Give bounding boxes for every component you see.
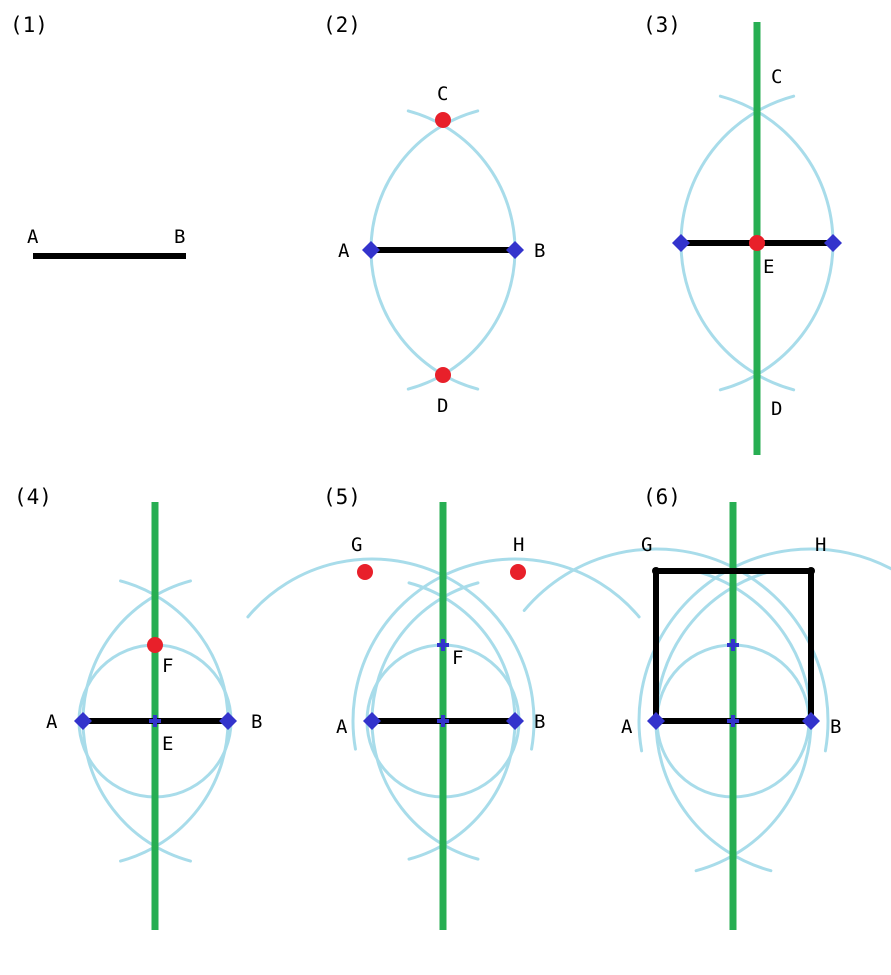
panel-6-point-b[interactable] — [802, 712, 820, 730]
panel-4-point-a-diamond — [74, 712, 92, 730]
panel-3-point-a-diamond — [672, 234, 690, 252]
panel-3-index-label: (3) — [643, 13, 681, 37]
panel-4-label-b: B — [251, 711, 262, 733]
panel-6-label-h: H — [815, 534, 826, 556]
panel-5-label-f: F — [452, 647, 463, 669]
panel-2-label-d: D — [437, 395, 448, 417]
panel-4-index-label: (4) — [14, 485, 52, 509]
panel-2-point-c[interactable] — [435, 112, 451, 128]
panel-4-point-b-diamond — [219, 712, 237, 730]
panel-6-point-a-diamond — [647, 712, 665, 730]
panel-5-label-a: A — [336, 716, 348, 738]
panel-6-label-b: B — [830, 716, 841, 738]
panel-6-label-a: A — [621, 716, 633, 738]
panel-6-arc-af-center-b — [637, 547, 891, 753]
panel-2-label-c: C — [437, 83, 448, 105]
panel-2-point-d[interactable] — [435, 367, 451, 383]
panel-4-point-a[interactable] — [74, 712, 92, 730]
panel-1-index-label: (1) — [10, 13, 48, 37]
panel-1-label-b: B — [174, 226, 185, 248]
panel-4-point-e[interactable] — [149, 715, 161, 727]
panel-5-arc-af-center-b — [351, 557, 641, 751]
panel-5-point-b-diamond — [506, 712, 524, 730]
panel-5-point-a[interactable] — [363, 712, 381, 730]
panel-6-vertex-h[interactable] — [807, 567, 815, 575]
panel-5-point-b[interactable] — [506, 712, 524, 730]
panel-6-point-b-diamond — [802, 712, 820, 730]
panel-5-point-f[interactable] — [437, 639, 449, 651]
panel-6-point-a[interactable] — [647, 712, 665, 730]
panel-4-label-a: A — [46, 711, 58, 733]
panel-3-label-c: C — [771, 66, 782, 88]
panel-5-point-a-diamond — [363, 712, 381, 730]
panel-2-index-label: (2) — [323, 13, 361, 37]
panel-3-point-b-diamond — [824, 234, 842, 252]
panel-2-label-a: A — [338, 240, 350, 262]
panel-3-label-e: E — [763, 256, 774, 278]
panel-3-point-b[interactable] — [824, 234, 842, 252]
panel-5-label-g: G — [351, 534, 362, 556]
panel-2-point-b-diamond — [506, 241, 524, 259]
panel-2-point-a[interactable] — [362, 241, 380, 259]
panel-2-point-b[interactable] — [506, 241, 524, 259]
panel-3-label-d: D — [771, 398, 782, 420]
panel-5-point-h[interactable] — [510, 564, 526, 580]
panel-6-point-f[interactable] — [727, 639, 739, 651]
panel-6-label-g: G — [641, 534, 652, 556]
panel-6-vertex-g[interactable] — [652, 567, 660, 575]
panel-5-label-h: H — [513, 534, 524, 556]
panel-3-point-e[interactable] — [749, 235, 765, 251]
panel-3-point-a[interactable] — [672, 234, 690, 252]
panel-6-square-aghb — [653, 568, 814, 721]
panel-5-point-e[interactable] — [437, 715, 449, 727]
panel-6-arc-af-center-a — [522, 547, 830, 753]
panel-2-point-a-diamond — [362, 241, 380, 259]
panel-5-index-label: (5) — [323, 485, 361, 509]
panel-2-label-b: B — [534, 240, 545, 262]
panel-4-label-f: F — [162, 655, 173, 677]
panel-6-point-e[interactable] — [727, 715, 739, 727]
panel-4-point-b[interactable] — [219, 712, 237, 730]
panel-4-point-f[interactable] — [147, 637, 163, 653]
panel-4-label-e: E — [162, 733, 173, 755]
panel-1-label-a: A — [27, 226, 39, 248]
panel-6-index-label: (6) — [643, 485, 681, 509]
panel-5-point-g[interactable] — [357, 564, 373, 580]
panel-5-label-b: B — [534, 711, 545, 733]
